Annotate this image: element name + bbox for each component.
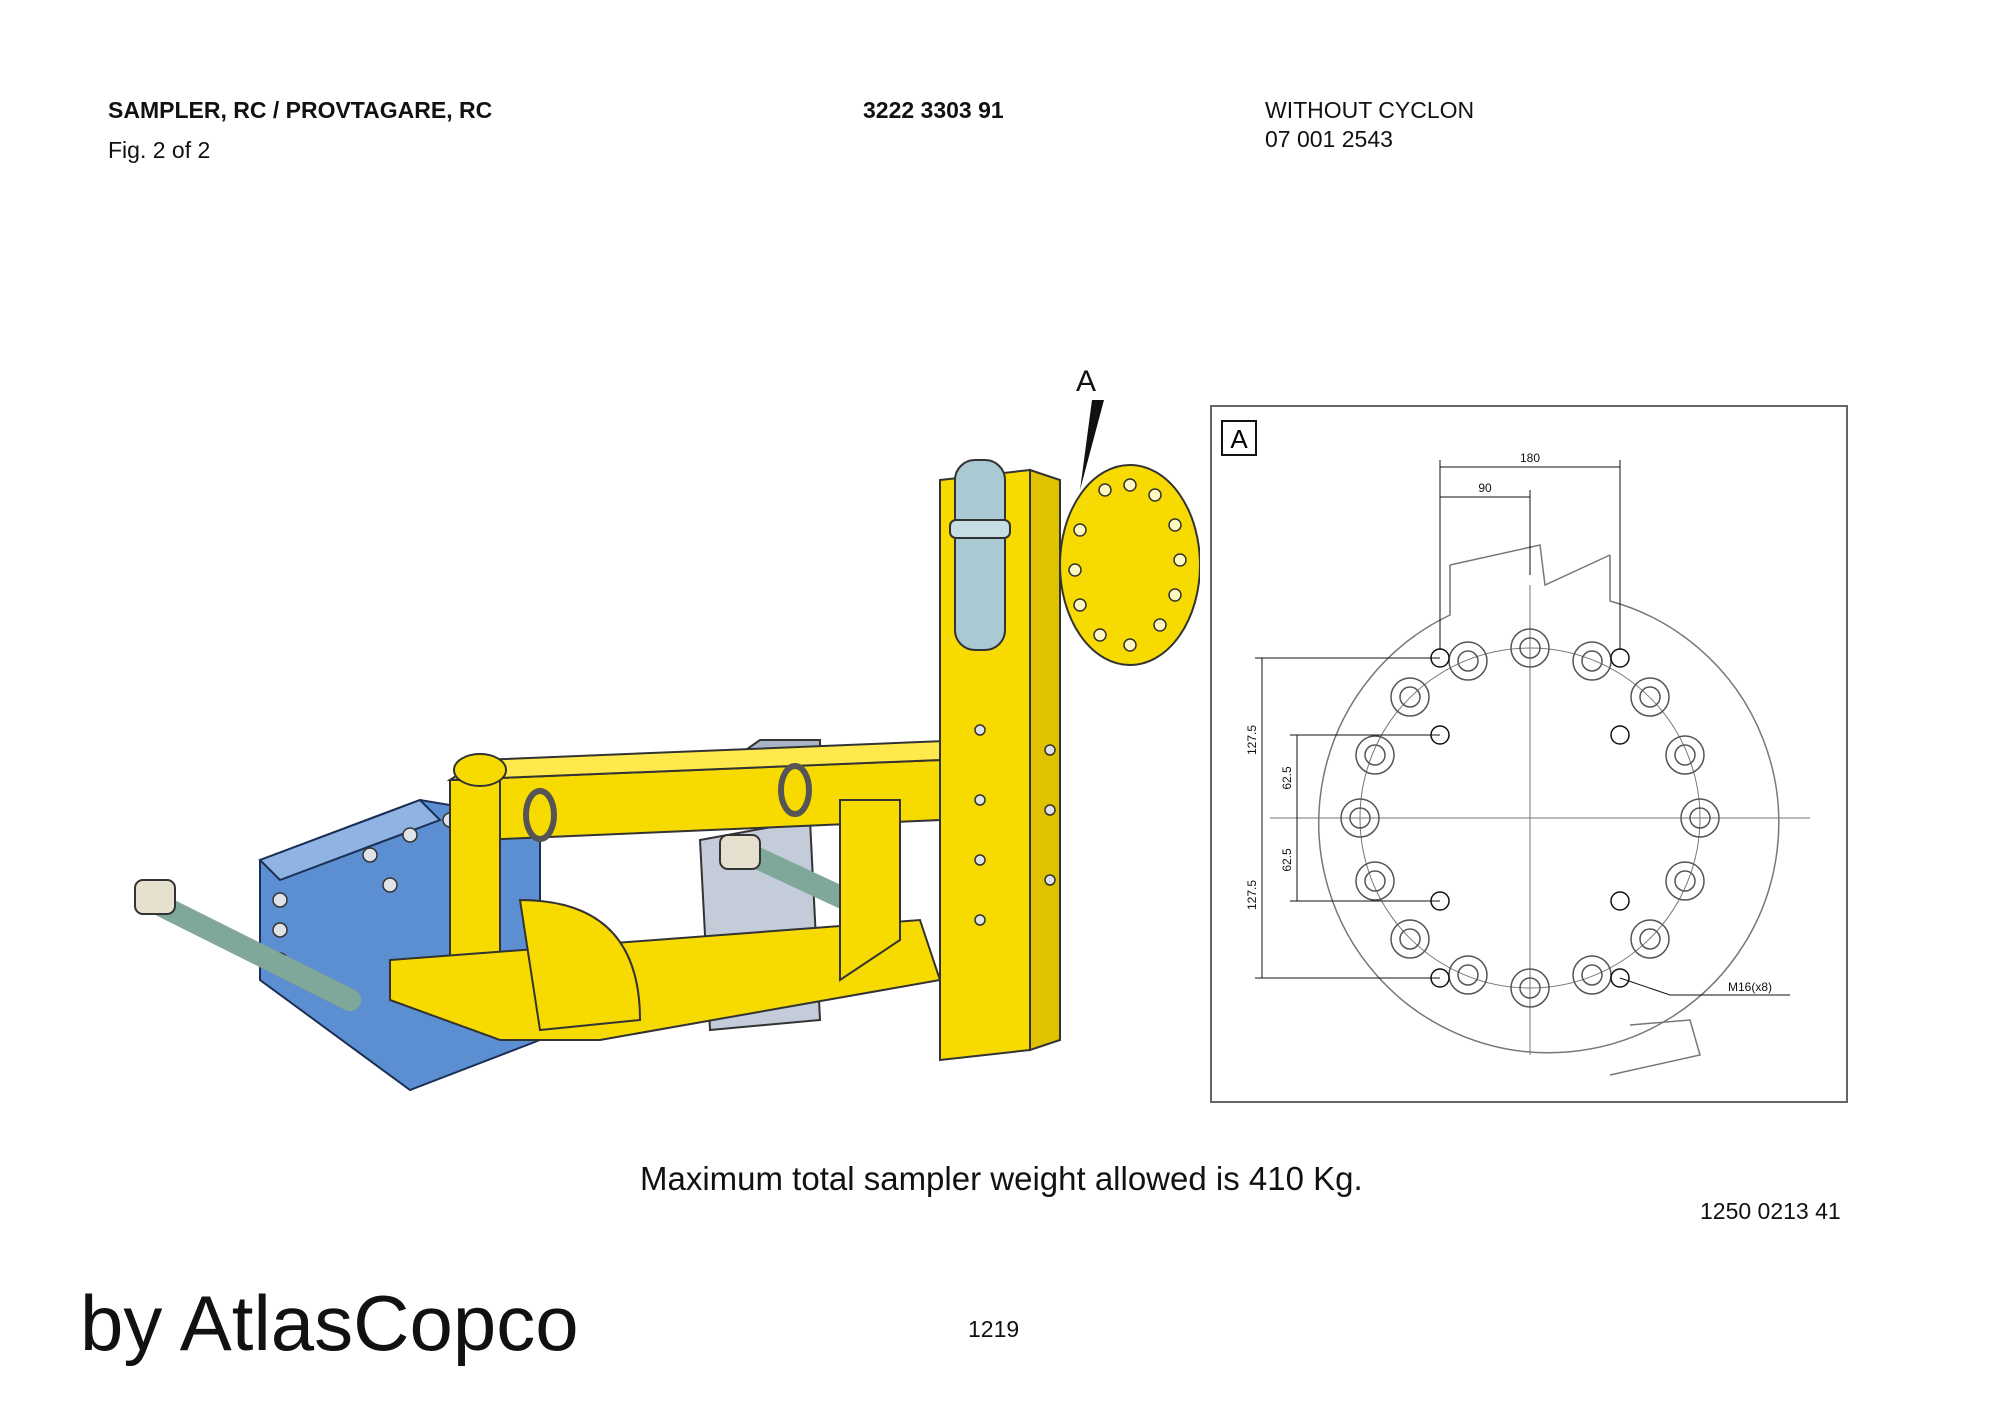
tie-rod-left [139,889,361,1011]
thread-callout: M16(x8) [1728,980,1772,994]
frame-post [449,779,501,981]
part-number: 3222 3303 91 [863,97,1004,123]
dim-62-5-top: 62.5 [1280,766,1294,790]
hydraulic-cylinder [954,459,1006,651]
detail-a-drawing: A 180 90 [1210,405,1848,1103]
dim-127-5-top: 127.5 [1245,725,1259,755]
flange-plate [1059,464,1200,666]
weight-note: Maximum total sampler weight allowed is … [640,1160,1363,1197]
callout-label-a: A [1076,365,1097,398]
page-number: 1219 [968,1316,1020,1342]
dim-180: 180 [1520,451,1540,465]
variant-label: WITHOUT CYCLON [1265,97,1475,123]
callout-arrow [1080,400,1104,490]
drawing-number: 1250 0213 41 [1700,1198,1841,1224]
sampler-illustration [134,400,1200,1092]
brand-watermark: by AtlasCopco [80,1279,579,1367]
page-title: SAMPLER, RC / PROVTAGARE, RC [108,97,493,123]
detail-frame [1210,405,1848,1103]
figure-label: Fig. 2 of 2 [108,137,211,163]
dim-62-5-bottom: 62.5 [1280,848,1294,872]
detail-label: A [1230,424,1248,454]
detail-label-box [1221,420,1257,456]
variant-number: 07 001 2543 [1265,126,1393,152]
flange-outline [1318,555,1780,1054]
dim-90: 90 [1478,481,1492,495]
dim-127-5-bottom: 127.5 [1245,880,1259,910]
